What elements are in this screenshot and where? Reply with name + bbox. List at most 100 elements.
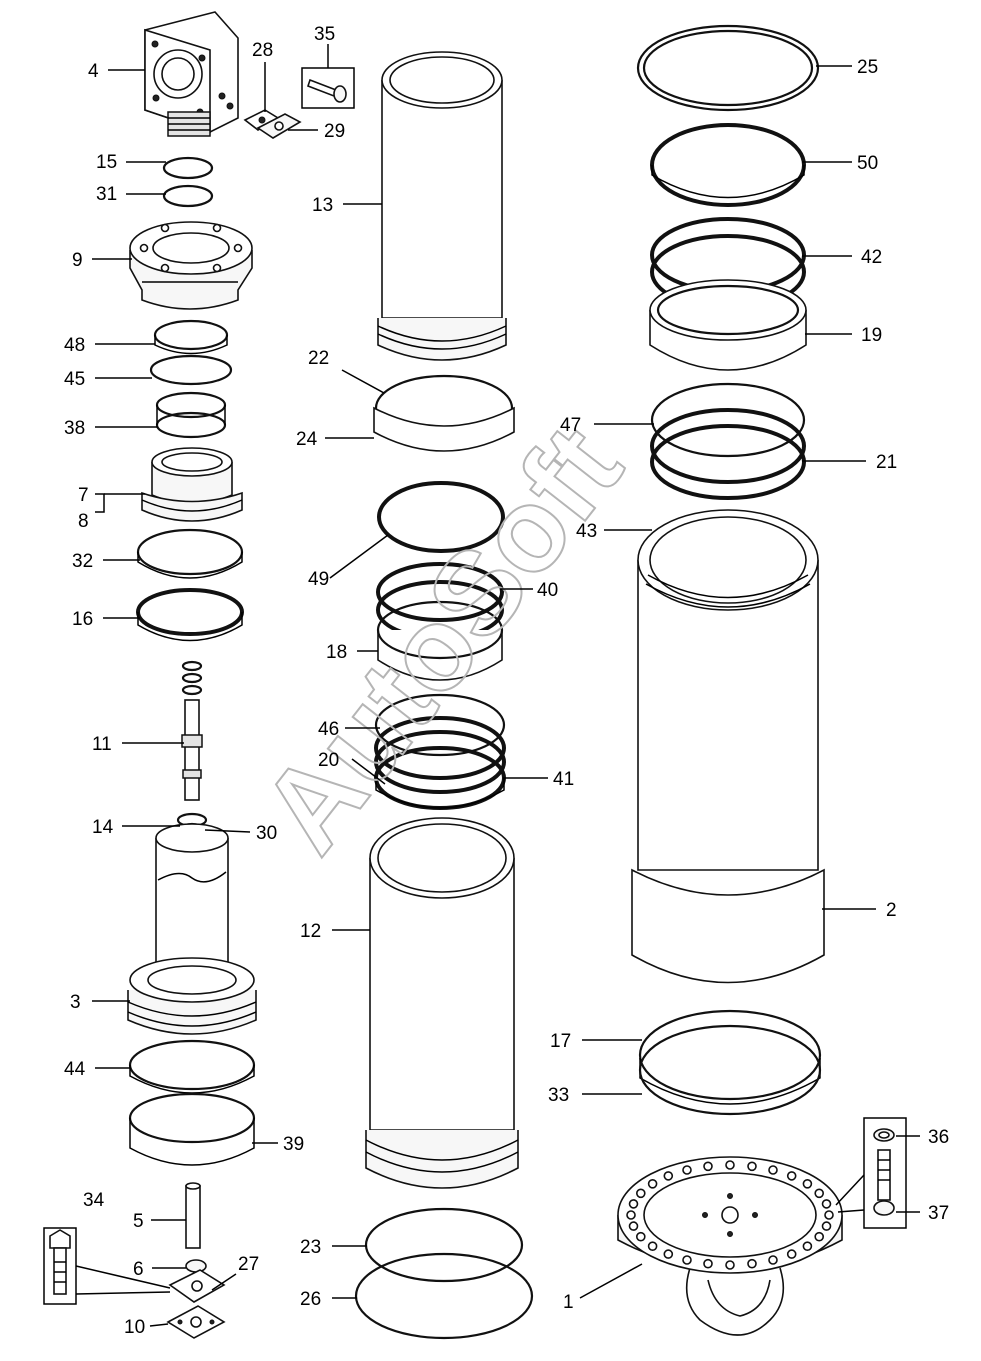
part-5-pin [185,1182,201,1249]
callout-18: 18 [326,642,347,663]
callout-12: 12 [300,921,321,942]
part-15-o-ring [162,156,214,180]
part-36-washer [863,1117,907,1229]
flange-bolt-hole [786,1249,797,1259]
part-18-bushing [376,600,504,681]
callout-38: 38 [64,418,85,439]
callout-28: 28 [252,40,273,61]
flange-bolt-hole [703,1161,713,1172]
flange-bolt-hole [747,1258,757,1269]
flange-bolt-hole [682,1255,692,1265]
part-44-ring [128,1039,256,1094]
callout-1: 1 [563,1292,574,1313]
callout-36: 36 [928,1127,949,1148]
part-2-barrel [631,509,825,984]
part-38-seal [155,391,227,439]
callout-19: 19 [861,325,882,346]
flange-bolt-hole [635,1188,646,1199]
part-32-ring [136,528,244,576]
callout-8: 8 [78,511,89,532]
part-24-ring [373,406,515,452]
flange-bolt-hole [663,1249,674,1259]
callout-41: 41 [553,769,574,790]
flange-bolt-hole [628,1221,639,1231]
callout-20: 20 [318,750,339,771]
flange-bolt-hole [647,1179,658,1189]
part-16-ring [136,588,244,642]
callout-7: 7 [78,485,89,506]
callout-22: 22 [308,348,329,369]
callout-23: 23 [300,1237,321,1258]
flange-bolt-hole [768,1165,778,1175]
callout-45: 45 [64,369,85,390]
part-33-ring [638,1024,822,1116]
part-31-o-ring [162,184,214,208]
callout-15: 15 [96,152,117,173]
part-49-ring [377,481,505,553]
callout-40: 40 [537,580,558,601]
callout-6: 6 [133,1259,144,1280]
part-13-tube [377,51,507,361]
flange-bolt-hole [814,1188,825,1199]
callout-13: 13 [312,195,333,216]
callout-32: 32 [72,551,93,572]
callout-35: 35 [314,24,335,45]
part-37-bolt [835,1149,895,1216]
callout-4: 4 [88,61,99,82]
flange-bolt-hole [663,1171,674,1181]
watermark: AutoSoft [235,401,648,877]
callout-43: 43 [576,521,597,542]
part-47-seal [650,382,806,458]
callout-33: 33 [548,1085,569,1106]
callout-24: 24 [296,429,318,450]
part-7-gland [141,447,243,522]
callout-39: 39 [283,1134,304,1155]
part-10-plate [166,1305,226,1339]
callout-labels: 4 28 35 29 15 31 9 48 45 38 7 8 32 16 11… [64,24,949,1338]
part-48-seal [153,319,229,355]
callout-34: 34 [83,1190,105,1211]
flange-bolt-hole [647,1241,658,1251]
flange-bolt-hole [682,1165,692,1175]
part-39-ring [128,1092,256,1166]
callout-11: 11 [92,734,112,755]
callout-2: 2 [886,900,897,921]
callout-50: 50 [857,153,878,174]
callout-49: 49 [308,569,329,590]
part-34-bolt [43,1227,171,1305]
callout-5: 5 [133,1211,144,1232]
flange-bolt-hole [725,1160,735,1170]
callout-25: 25 [857,57,878,78]
callout-17: 17 [550,1031,571,1052]
flange-bolt-hole [821,1221,832,1231]
part-1-base-flange [617,1156,843,1336]
part-21-seal [650,408,806,500]
callout-29: 29 [324,121,345,142]
callout-14: 14 [92,817,114,838]
callout-26: 26 [300,1289,321,1310]
part-50-ring [650,123,806,207]
part-3-piston [127,823,257,1035]
part-45-seal [149,354,233,386]
flange-bolt-hole [635,1231,646,1242]
part-27-plate [168,1269,226,1303]
callout-9: 9 [72,250,83,271]
callout-47: 47 [560,415,581,436]
watermark-text: AutoSoft [236,402,647,876]
flange-bolt-hole [802,1179,813,1189]
callout-48: 48 [64,335,85,356]
callout-42: 42 [861,247,882,268]
callout-44: 44 [64,1059,86,1080]
flange-bolt-hole [725,1260,735,1270]
flange-bolt-hole [802,1241,813,1251]
flange-bolt-hole [814,1231,825,1242]
part-11-rod [181,660,203,801]
part-6-nut [185,1259,207,1273]
part-17-ring [638,1009,822,1101]
leader-lines [92,44,920,1327]
part-25-ring [636,24,820,112]
part-23-ring [364,1207,524,1283]
flange-bolt-hole [824,1210,834,1220]
